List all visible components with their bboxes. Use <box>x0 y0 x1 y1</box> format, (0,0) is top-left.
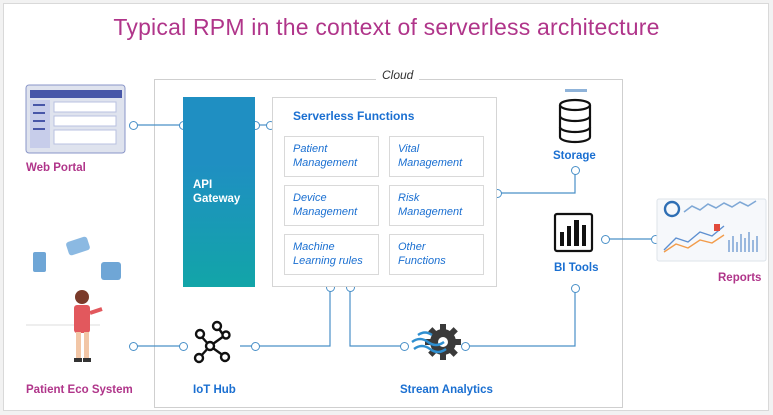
connector-dot <box>571 284 580 293</box>
function-box: Machine Learning rules <box>284 234 379 275</box>
connector-dot <box>601 235 610 244</box>
function-label: Device Management <box>293 192 358 218</box>
storage-label: Storage <box>553 150 596 162</box>
connector-dot <box>571 166 580 175</box>
patient-eco-system-label: Patient Eco System <box>26 384 133 396</box>
api-gateway-block <box>183 97 255 287</box>
connector-dot <box>400 342 409 351</box>
stream-analytics-label: Stream Analytics <box>400 384 493 396</box>
function-box: Device Management <box>284 185 379 226</box>
connector-dot <box>179 342 188 351</box>
function-label: Risk Management <box>398 192 463 218</box>
connector-dot <box>251 342 260 351</box>
serverless-functions-title: Serverless Functions <box>293 109 415 123</box>
connector-dot <box>461 342 470 351</box>
web-portal-label: Web Portal <box>26 162 86 174</box>
function-box: Vital Management <box>389 136 484 177</box>
iot-hub-label: IoT Hub <box>193 384 236 396</box>
function-box: Risk Management <box>389 185 484 226</box>
reports-label: Reports <box>718 272 762 284</box>
function-box: Other Functions <box>389 234 484 275</box>
connector-dot <box>129 342 138 351</box>
function-label: Patient Management <box>293 143 358 169</box>
function-label: Vital Management <box>398 143 463 169</box>
diagram-title: Typical RPM in the context of serverless… <box>113 14 660 40</box>
bi-tools-label: BI Tools <box>554 262 599 274</box>
function-label: Other Functions <box>398 241 446 267</box>
api-gateway-label: API Gateway <box>193 179 241 205</box>
connector-dot <box>129 121 138 130</box>
function-box: Patient Management <box>284 136 379 177</box>
cloud-label: Cloud <box>376 68 420 82</box>
function-label: Machine Learning rules <box>293 241 363 267</box>
